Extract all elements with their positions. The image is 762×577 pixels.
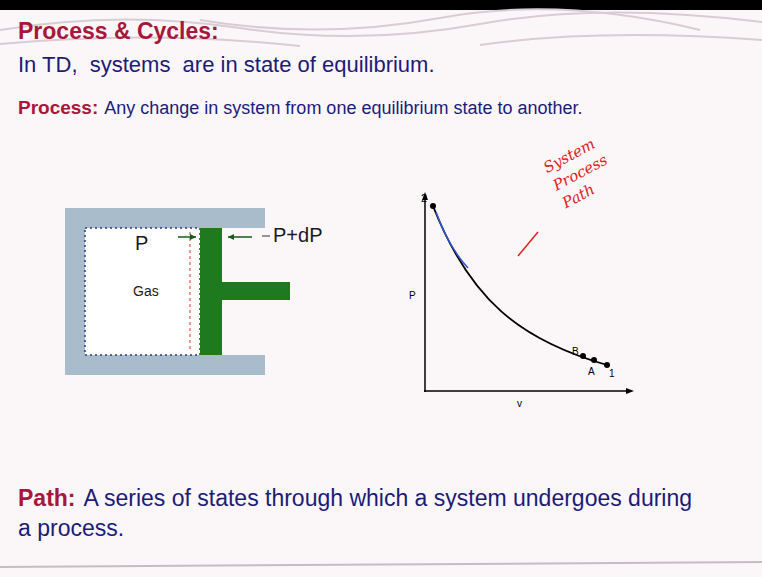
top-bar: [0, 0, 762, 10]
state-number: 2: [421, 192, 427, 204]
definition-text: Any change in system from one equilibriu…: [104, 98, 582, 118]
pressure-label: P: [135, 232, 148, 255]
definition-text: A series of states through which a syste…: [18, 485, 692, 541]
handwritten-note: System Process Path: [540, 123, 637, 213]
axis-label: P: [409, 290, 416, 301]
slide-title: Process & Cycles:: [18, 18, 219, 45]
intro-line: In TD, systems are in state of equilibri…: [18, 52, 435, 78]
state-letter: B: [572, 346, 579, 357]
term: Process:: [18, 97, 98, 118]
decor-waves: [0, 9, 762, 46]
definition-paragraph: Process: Any change in system from one eq…: [18, 96, 728, 120]
pv-graph: [422, 192, 634, 394]
bottom-rule: [0, 562, 762, 567]
term: Path:: [18, 485, 76, 511]
pressure-label: P+dP: [273, 224, 322, 247]
gas-label: Gas: [133, 283, 159, 299]
state-number: 1: [609, 368, 615, 379]
state-letter: A: [588, 366, 595, 377]
piston-cylinder: [65, 208, 290, 375]
axis-label: v: [517, 398, 522, 409]
definition-paragraph: Path:A series of states through which a …: [18, 483, 698, 543]
